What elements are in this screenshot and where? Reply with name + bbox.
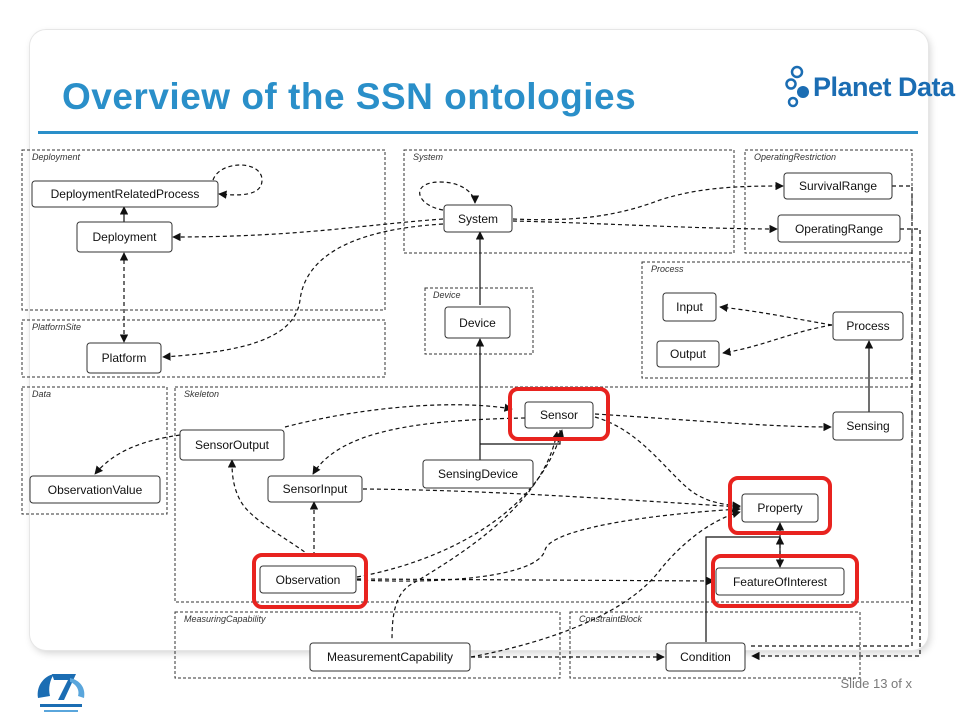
node-device bbox=[444, 306, 511, 339]
node-condition bbox=[665, 642, 746, 672]
group-platform-site bbox=[21, 319, 386, 378]
title-underline bbox=[38, 131, 918, 134]
node-system bbox=[443, 204, 513, 233]
edge-system-to-platform bbox=[162, 223, 444, 361]
group-label-system: System bbox=[413, 152, 444, 162]
edge-system-to-survivalrange bbox=[512, 181, 784, 221]
label-deployment-related-process: DeploymentRelatedProcess bbox=[51, 187, 200, 201]
label-deployment: Deployment bbox=[92, 230, 157, 244]
edge-deploymentrelatedprocess-loop bbox=[212, 164, 263, 199]
label-sensing-device: SensingDevice bbox=[438, 467, 518, 481]
group-label-skeleton: Skeleton bbox=[184, 389, 219, 399]
label-platform: Platform bbox=[102, 351, 147, 365]
group-label-data: Data bbox=[32, 389, 51, 399]
label-operating-range: OperatingRange bbox=[795, 222, 883, 236]
label-property: Property bbox=[757, 501, 802, 515]
edge-sensoroutput-to-observationvalue bbox=[94, 434, 181, 475]
highlight-sensor bbox=[508, 387, 610, 441]
label-sensing: Sensing bbox=[846, 419, 889, 433]
label-sensor-input: SensorInput bbox=[283, 482, 348, 496]
highlight-feature-of-interest bbox=[711, 554, 859, 608]
group-label-device: Device bbox=[433, 290, 461, 300]
edge-sensoroutput-to-sensor bbox=[284, 403, 513, 428]
node-observation-value bbox=[29, 475, 161, 504]
edge-observation-to-property bbox=[356, 505, 741, 582]
node-sensing-device bbox=[422, 459, 534, 489]
edge-observation-to-sensor bbox=[356, 429, 565, 578]
edge-system-to-operatingrange bbox=[512, 220, 778, 234]
label-condition: Condition bbox=[680, 650, 731, 664]
label-output: Output bbox=[670, 347, 707, 361]
node-measurement-capability bbox=[309, 642, 471, 672]
node-sensing bbox=[832, 411, 904, 441]
edge-operatingrange-to-condition bbox=[751, 228, 921, 661]
edge-sensor-to-sensing bbox=[594, 413, 832, 432]
group-label-measuring-capability: MeasuringCapability bbox=[184, 614, 266, 624]
group-constraint-block bbox=[569, 611, 861, 679]
planet-data-logo: Planet Data bbox=[783, 60, 955, 120]
node-property bbox=[741, 493, 819, 523]
group-device bbox=[424, 287, 534, 355]
node-output bbox=[656, 340, 720, 368]
group-deployment bbox=[21, 149, 386, 311]
edge-observation-to-featureofinterest bbox=[356, 576, 715, 586]
group-data bbox=[21, 386, 168, 515]
edge-measurementcapability-to-property bbox=[470, 509, 741, 658]
group-system bbox=[403, 149, 735, 254]
edge-process-to-input bbox=[719, 303, 833, 326]
slide-title: Overview of the SSN ontologies bbox=[62, 76, 637, 117]
logo-dots-icon bbox=[785, 65, 809, 108]
group-measuring-capability bbox=[174, 611, 561, 679]
group-label-deployment: Deployment bbox=[32, 152, 81, 162]
node-process bbox=[832, 311, 904, 341]
node-platform bbox=[86, 342, 162, 374]
label-sensor-output: SensorOutput bbox=[195, 438, 270, 452]
label-system: System bbox=[458, 212, 498, 226]
node-feature-of-interest bbox=[715, 567, 845, 596]
node-observation bbox=[259, 565, 357, 594]
edge-sensor-to-property bbox=[594, 416, 741, 510]
node-deployment bbox=[76, 221, 173, 253]
fp7-logo bbox=[37, 674, 85, 712]
logo-text: Planet Data bbox=[813, 72, 955, 102]
node-sensor-input bbox=[267, 475, 363, 503]
label-measurement-capability: MeasurementCapability bbox=[327, 650, 453, 664]
node-deployment-related-process bbox=[31, 180, 219, 208]
edge-sensor-measurementcapability bbox=[391, 431, 560, 641]
edge-process-to-output bbox=[722, 324, 833, 356]
node-sensor bbox=[524, 401, 594, 429]
label-observation-value: ObservationValue bbox=[48, 483, 143, 497]
edge-sensor-to-sensorinput bbox=[312, 417, 526, 475]
label-survival-range: SurvivalRange bbox=[799, 179, 877, 193]
node-input bbox=[662, 292, 717, 322]
edge-sensorinput-to-property bbox=[362, 488, 741, 511]
label-device: Device bbox=[459, 316, 496, 330]
slide-footer: Slide 13 of x bbox=[840, 676, 912, 691]
label-observation: Observation bbox=[276, 573, 341, 587]
label-feature-of-interest: FeatureOfInterest bbox=[733, 575, 828, 589]
label-process: Process bbox=[846, 319, 889, 333]
group-label-platform-site: PlatformSite bbox=[32, 322, 81, 332]
node-operating-range bbox=[777, 214, 901, 243]
group-skeleton bbox=[174, 386, 913, 603]
node-survival-range bbox=[783, 172, 893, 200]
label-input: Input bbox=[676, 300, 703, 314]
highlight-observation bbox=[252, 553, 368, 609]
group-label-constraint-block: ConstraintBlock bbox=[579, 614, 643, 624]
group-label-process: Process bbox=[651, 264, 684, 274]
highlight-property bbox=[728, 476, 832, 535]
edge-observation-to-sensoroutput bbox=[227, 459, 311, 557]
edge-system-loop bbox=[419, 181, 480, 211]
label-sensor: Sensor bbox=[540, 408, 578, 422]
edge-survivalrange-to-condition bbox=[750, 185, 913, 647]
node-sensor-output bbox=[179, 429, 285, 461]
group-label-operating-restriction: OperatingRestriction bbox=[754, 152, 836, 162]
edge-system-to-deployment bbox=[172, 218, 444, 242]
edge-condition-to-property bbox=[705, 522, 785, 642]
